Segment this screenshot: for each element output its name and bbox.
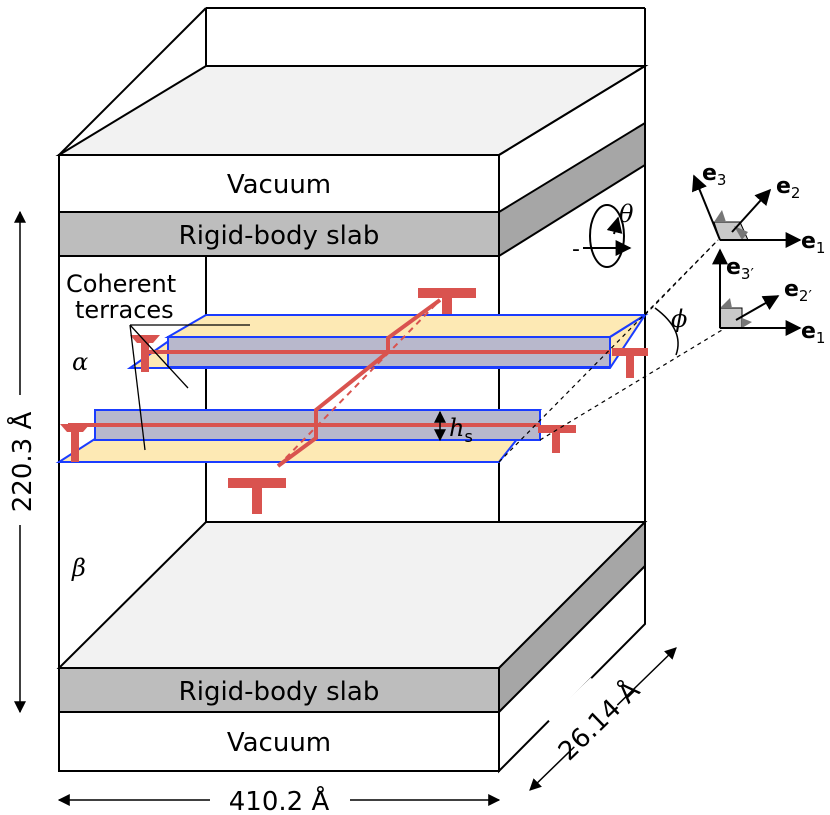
coord-frame-bottom [712, 248, 802, 336]
phi-arc [654, 307, 679, 356]
e3-bottom-label: e3′ [726, 255, 754, 283]
t-symbol-upper-right [612, 348, 648, 378]
dislocation-symbols [60, 288, 648, 514]
slab-top-label: Rigid-body slab [179, 221, 380, 251]
vacuum-top-label: Vacuum [227, 170, 331, 200]
box-top-outline [58, 7, 646, 156]
dislocation-lines [68, 298, 610, 468]
t-symbol-upper-left [130, 335, 160, 372]
e2-bottom-label: e2′ [784, 277, 812, 305]
e3-top-label: e3 [702, 161, 726, 189]
e1-top-label: e1 [801, 229, 825, 257]
slab-bottom-label: Rigid-body slab [179, 677, 380, 707]
phi-label: ϕ [671, 305, 687, 333]
vacuum-top-front [58, 154, 500, 213]
vacuum-bottom-front [58, 711, 500, 772]
bottom-region [56, 519, 648, 774]
t-symbol-lower-left [60, 424, 90, 462]
coherent-label-2: terraces [75, 296, 174, 324]
rigid-slab-bottom [58, 667, 500, 713]
e1-bottom-label: e1 [801, 319, 825, 347]
e2-top-label: e2 [776, 174, 800, 202]
coord-frame-top [692, 174, 802, 248]
rotation-icon [583, 204, 632, 268]
top-region [55, 65, 649, 258]
terrace-leader-lines [129, 324, 250, 451]
theta-label: θ [619, 200, 634, 228]
vacuum-bottom-label: Vacuum [227, 728, 331, 758]
t-symbol-lower-right [538, 425, 576, 453]
rotation-minus-label: - [572, 237, 580, 262]
height-dimension-label: 220.3 Å [6, 412, 38, 513]
t-symbol-bottom [228, 478, 286, 514]
t-symbol-top [418, 288, 476, 314]
vacuum-top-face [55, 65, 649, 156]
projection-lines [498, 239, 723, 463]
alpha-label: α [72, 348, 88, 376]
step-height-label: hs [449, 414, 473, 446]
beta-label: β [71, 554, 86, 582]
width-dimension-label: 410.2 Å [229, 785, 330, 815]
rigid-slab-top [58, 211, 500, 257]
coherent-label-1: Coherent [66, 270, 176, 298]
